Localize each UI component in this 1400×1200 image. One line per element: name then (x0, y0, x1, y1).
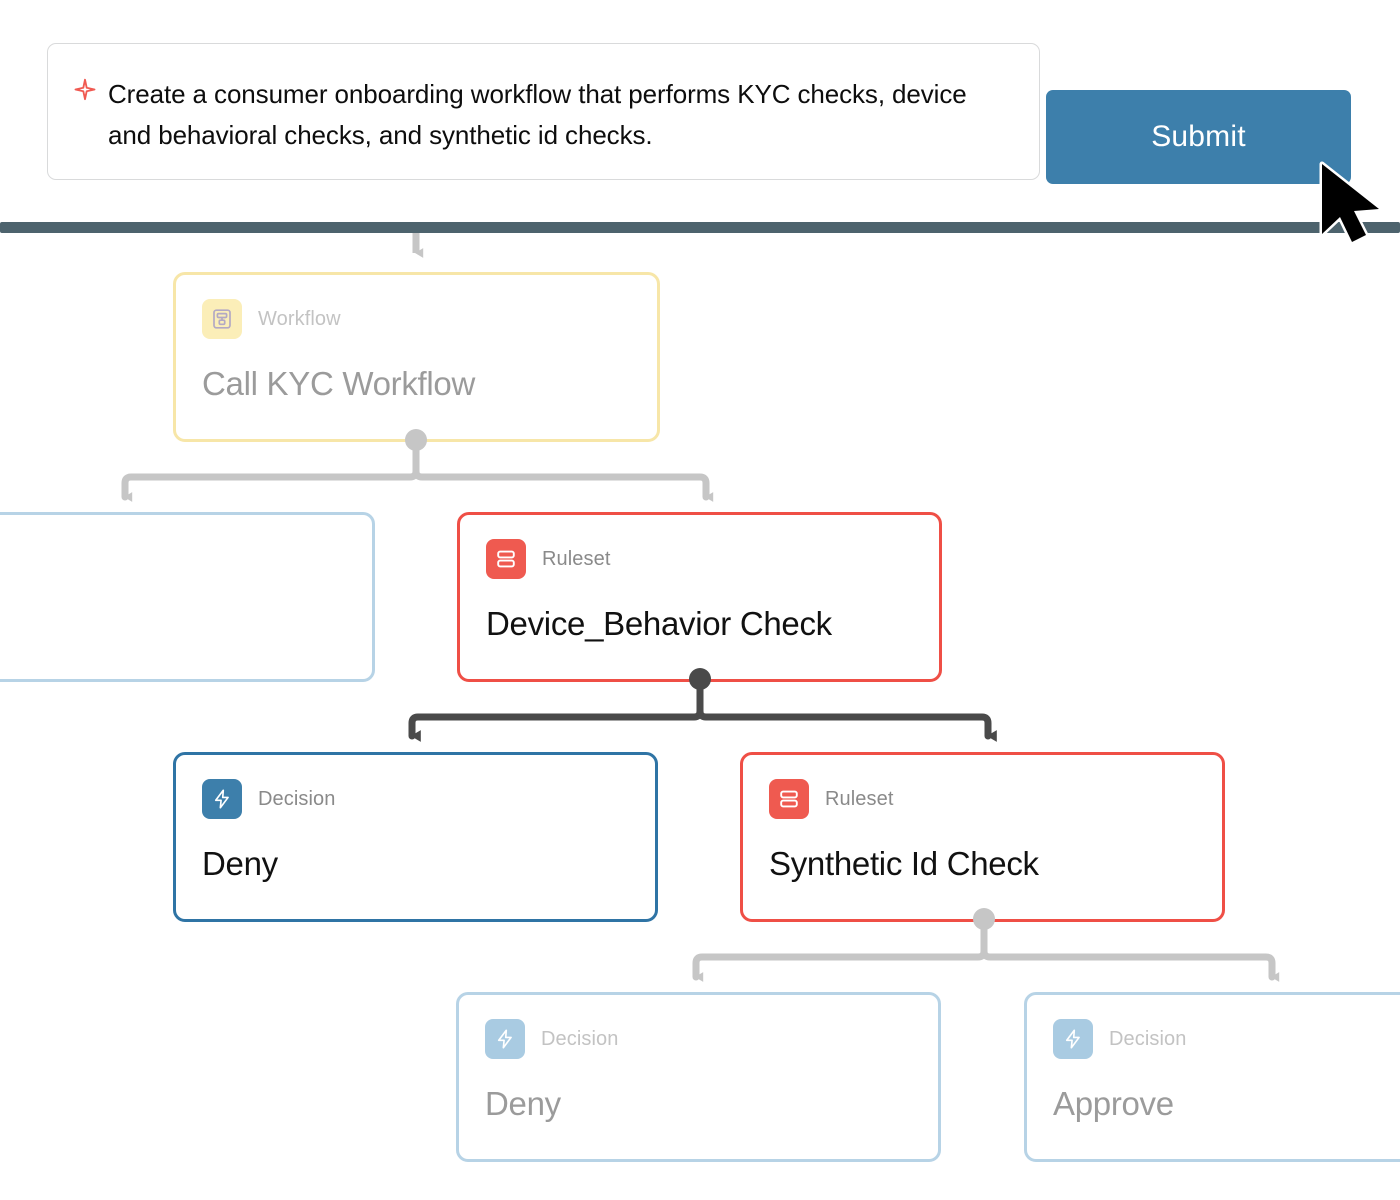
node-type-label: Decision (541, 1027, 619, 1050)
workflow-canvas[interactable]: Workflow Call KYC Workflow cision (0, 233, 1400, 1200)
node-header: Ruleset (769, 779, 1196, 819)
node-left-partial-decision[interactable]: cision (0, 512, 375, 682)
node-type-label: Workflow (258, 307, 341, 330)
node-output-port[interactable] (689, 668, 711, 690)
panel-divider (0, 222, 1400, 233)
node-type-label: Decision (258, 787, 336, 810)
node-header: cision (0, 539, 346, 579)
ruleset-icon (769, 779, 809, 819)
node-header: Workflow (202, 299, 631, 339)
decision-icon (1053, 1019, 1093, 1059)
decision-icon (202, 779, 242, 819)
ruleset-icon (486, 539, 526, 579)
prompt-input[interactable]: Create a consumer onboarding workflow th… (47, 43, 1040, 180)
decision-icon (485, 1019, 525, 1059)
node-title: Approve (1053, 1085, 1174, 1122)
node-title: Device_Behavior Check (486, 605, 832, 642)
node-synthetic-id-check[interactable]: Ruleset Synthetic Id Check (740, 752, 1225, 922)
node-deny-decision-faded[interactable]: Decision Deny (456, 992, 941, 1162)
node-header: Ruleset (486, 539, 913, 579)
node-device-behavior-check[interactable]: Ruleset Device_Behavior Check (457, 512, 942, 682)
node-type-label: Ruleset (542, 547, 611, 570)
node-deny-decision[interactable]: Decision Deny (173, 752, 658, 922)
prompt-text: Create a consumer onboarding workflow th… (108, 79, 967, 150)
node-type-label: Ruleset (825, 787, 894, 810)
workflow-icon (202, 299, 242, 339)
node-title: Deny (202, 845, 278, 882)
node-output-port[interactable] (405, 429, 427, 451)
node-header: Decision (485, 1019, 912, 1059)
node-header: Decision (202, 779, 629, 819)
sparkle-icon (72, 74, 98, 104)
node-title: Deny (485, 1085, 561, 1122)
node-approve-decision-faded[interactable]: Decision Approve (1024, 992, 1400, 1162)
node-title: Call KYC Workflow (202, 365, 476, 402)
node-call-kyc-workflow[interactable]: Workflow Call KYC Workflow (173, 272, 660, 442)
prompt-panel: Create a consumer onboarding workflow th… (0, 0, 1400, 222)
node-output-port[interactable] (973, 908, 995, 930)
submit-button[interactable]: Submit (1046, 90, 1351, 184)
node-title: Synthetic Id Check (769, 845, 1039, 882)
node-type-label: Decision (1109, 1027, 1187, 1050)
node-header: Decision (1053, 1019, 1400, 1059)
